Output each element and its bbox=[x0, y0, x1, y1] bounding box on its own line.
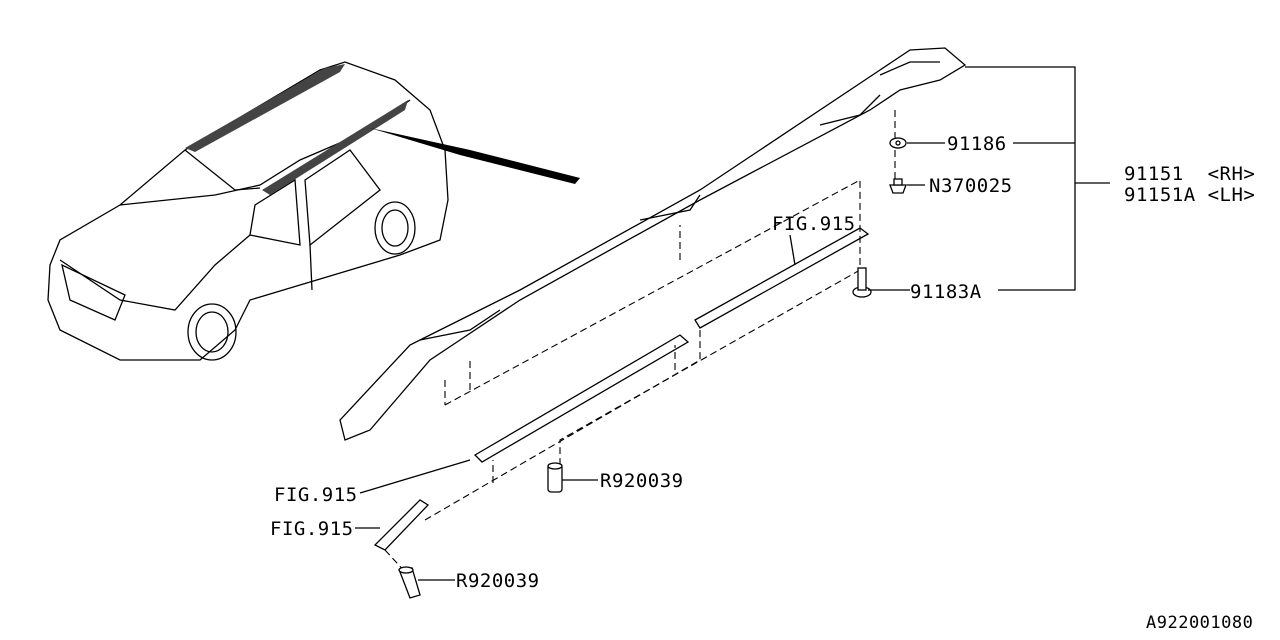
molding-end-cap bbox=[373, 499, 430, 551]
diagram-id: A922001080 bbox=[1146, 613, 1253, 633]
molding-lower bbox=[473, 334, 690, 463]
part-label-r920039-lower: R920039 bbox=[456, 570, 540, 592]
part-label-91151a-lh: 91151A <LH> bbox=[1124, 184, 1255, 206]
washer-icon bbox=[889, 137, 907, 149]
callout-lines bbox=[355, 66, 1110, 581]
dashed-guides bbox=[384, 110, 896, 576]
molding-upper bbox=[694, 227, 870, 329]
part-label-91186: 91186 bbox=[947, 133, 1007, 155]
part-label-r920039-upper: R920039 bbox=[600, 470, 684, 492]
part-label-91183a: 91183A bbox=[910, 281, 982, 303]
part-label-91151-rh: 91151 <RH> bbox=[1124, 163, 1255, 185]
clip-icon-lower bbox=[398, 566, 421, 599]
vehicle-illustration bbox=[47, 61, 580, 361]
fig-ref-upper: FIG.915 bbox=[772, 213, 856, 235]
bolt-icon bbox=[852, 267, 872, 298]
nut-icon bbox=[889, 178, 907, 194]
fig-ref-mid: FIG.915 bbox=[274, 484, 358, 506]
roof-rail bbox=[339, 47, 967, 441]
fig-ref-lower: FIG.915 bbox=[270, 518, 354, 540]
part-label-n370025: N370025 bbox=[929, 175, 1013, 197]
clip-icon-upper bbox=[547, 462, 563, 493]
